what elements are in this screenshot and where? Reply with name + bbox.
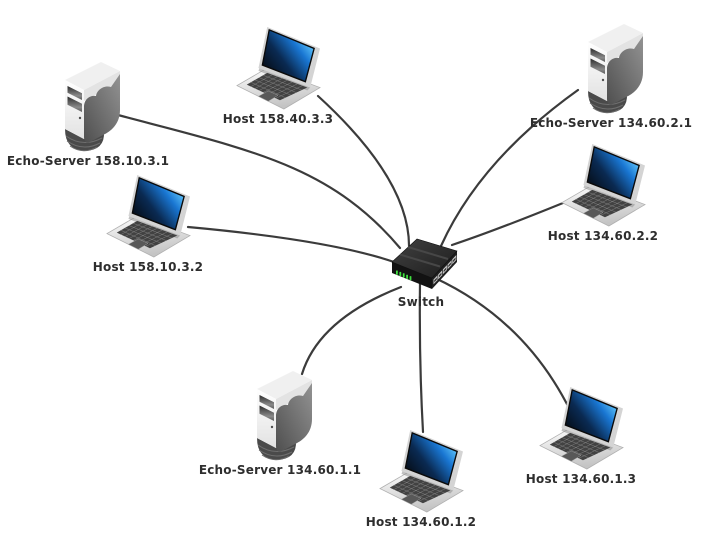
- edge-host-158-10-3-2-switch[interactable]: [186, 225, 396, 264]
- node-label: Host 134.60.1.3: [525, 472, 637, 486]
- edge-host-158-40-3-3-switch[interactable]: [316, 94, 411, 251]
- node-label: Echo-Server 134.60.1.1: [198, 463, 362, 477]
- node-host-134-60-1-2[interactable]: Host 134.60.1.2: [366, 429, 476, 529]
- node-label: Echo-Server 158.10.3.1: [6, 154, 170, 168]
- edge-host-134-60-1-3-switch[interactable]: [433, 276, 572, 412]
- server-icon: [256, 370, 313, 461]
- node-echo-server-134-60-1-1[interactable]: Echo-Server 134.60.1.1: [199, 367, 361, 477]
- edge-host-134-60-1-2-switch[interactable]: [418, 281, 425, 434]
- node-host-158-10-3-2[interactable]: Host 158.10.3.2: [93, 174, 203, 274]
- node-echo-server-158-10-3-1[interactable]: Echo-Server 158.10.3.1: [7, 58, 169, 168]
- switch-icon: [383, 233, 459, 291]
- node-label: Host 158.40.3.3: [222, 112, 334, 126]
- node-label: Host 134.60.1.2: [365, 515, 477, 529]
- edge-host-134-60-2-2-switch[interactable]: [450, 201, 565, 247]
- edge-echo-server-134-60-2-1-switch[interactable]: [439, 88, 580, 248]
- node-host-134-60-2-2[interactable]: Host 134.60.2.2: [548, 143, 658, 243]
- laptop-icon: [236, 26, 321, 110]
- node-label: Host 158.10.3.2: [92, 260, 204, 274]
- node-switch[interactable]: Switch: [383, 233, 459, 309]
- node-host-158-40-3-3[interactable]: Host 158.40.3.3: [223, 26, 333, 126]
- laptop-icon: [379, 429, 464, 513]
- node-label: Switch: [397, 295, 445, 309]
- node-label: Host 134.60.2.2: [547, 229, 659, 243]
- laptop-icon: [561, 143, 646, 227]
- laptop-icon: [539, 386, 624, 470]
- node-echo-server-134-60-2-1[interactable]: Echo-Server 134.60.2.1: [530, 20, 692, 130]
- node-host-134-60-1-3[interactable]: Host 134.60.1.3: [526, 386, 636, 486]
- edge-echo-server-134-60-1-1-switch[interactable]: [300, 285, 403, 376]
- server-icon: [587, 23, 644, 114]
- server-icon: [64, 61, 121, 152]
- edge-echo-server-158-10-3-1-switch[interactable]: [116, 113, 402, 250]
- laptop-icon: [106, 174, 191, 258]
- node-label: Echo-Server 134.60.2.1: [529, 116, 693, 130]
